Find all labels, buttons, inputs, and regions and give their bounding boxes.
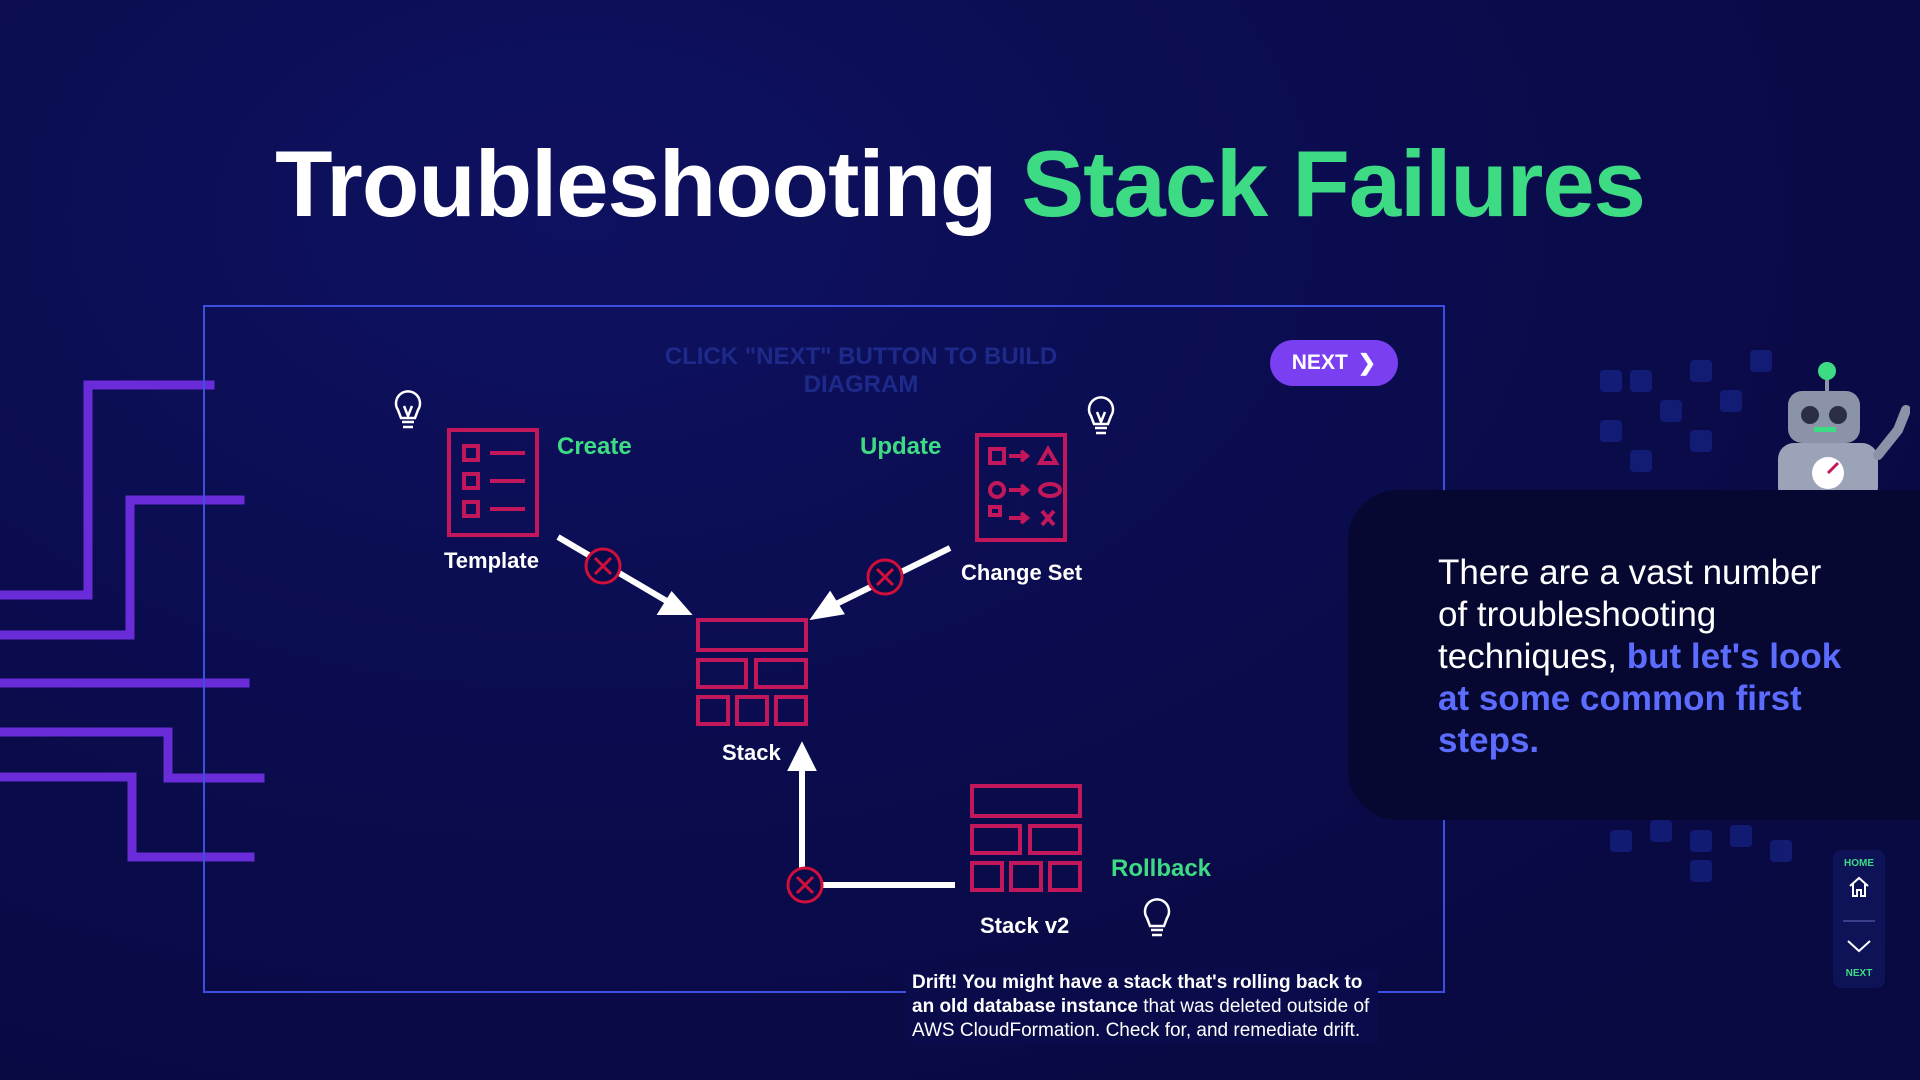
create-label: Create [557, 433, 632, 460]
next-button[interactable]: NEXT ❯ [1270, 340, 1398, 386]
caption-rest: that was deleted outside of AWS CloudFor… [912, 996, 1370, 1041]
robot-mascot [1778, 362, 1910, 495]
change-set-icon [975, 433, 1067, 542]
caption-bold: Drift! You might have a stack that's rol… [912, 972, 1363, 1017]
update-label: Update [860, 433, 942, 460]
title-part-green: Stack Failures [1021, 131, 1645, 236]
chevron-down-icon[interactable] [1845, 936, 1873, 956]
page-title: Troubleshooting Stack Failures [0, 130, 1920, 238]
title-part-white: Troubleshooting [275, 131, 997, 236]
next-button-label: NEXT [1291, 351, 1348, 374]
speech-text: There are a vast number of troubleshooti… [1438, 552, 1858, 762]
speech-plain: There are a vast number of troubleshooti… [1438, 553, 1822, 676]
template-label: Template [444, 548, 539, 573]
side-nav: HOME NEXT [1833, 850, 1885, 988]
nav-next-label[interactable]: NEXT [1845, 968, 1873, 979]
home-label: HOME [1844, 858, 1874, 869]
drift-caption: Drift! You might have a stack that's rol… [906, 970, 1378, 1044]
change-set-label: Change Set [961, 560, 1083, 585]
nav-divider [1843, 920, 1875, 922]
home-icon[interactable] [1847, 875, 1871, 899]
template-icon [447, 428, 539, 537]
chevron-right-icon: ❯ [1357, 350, 1377, 375]
speech-accent: but let's look at some common first step… [1438, 637, 1842, 760]
rollback-label: Rollback [1111, 855, 1212, 882]
diagram-hint: CLICK "NEXT" BUTTON TO BUILD DIAGRAM [664, 343, 1058, 398]
stack-icon [696, 618, 808, 726]
pixel-decoration [1600, 350, 1792, 882]
speech-bubble: There are a vast number of troubleshooti… [1348, 490, 1920, 820]
stack-v2-label: Stack v2 [980, 913, 1070, 938]
stack-label: Stack [722, 740, 781, 765]
lightbulb-icon [394, 390, 1171, 937]
failure-x-icon [584, 547, 904, 904]
stack-v2-icon [970, 784, 1082, 892]
circuit-decoration [0, 380, 265, 862]
